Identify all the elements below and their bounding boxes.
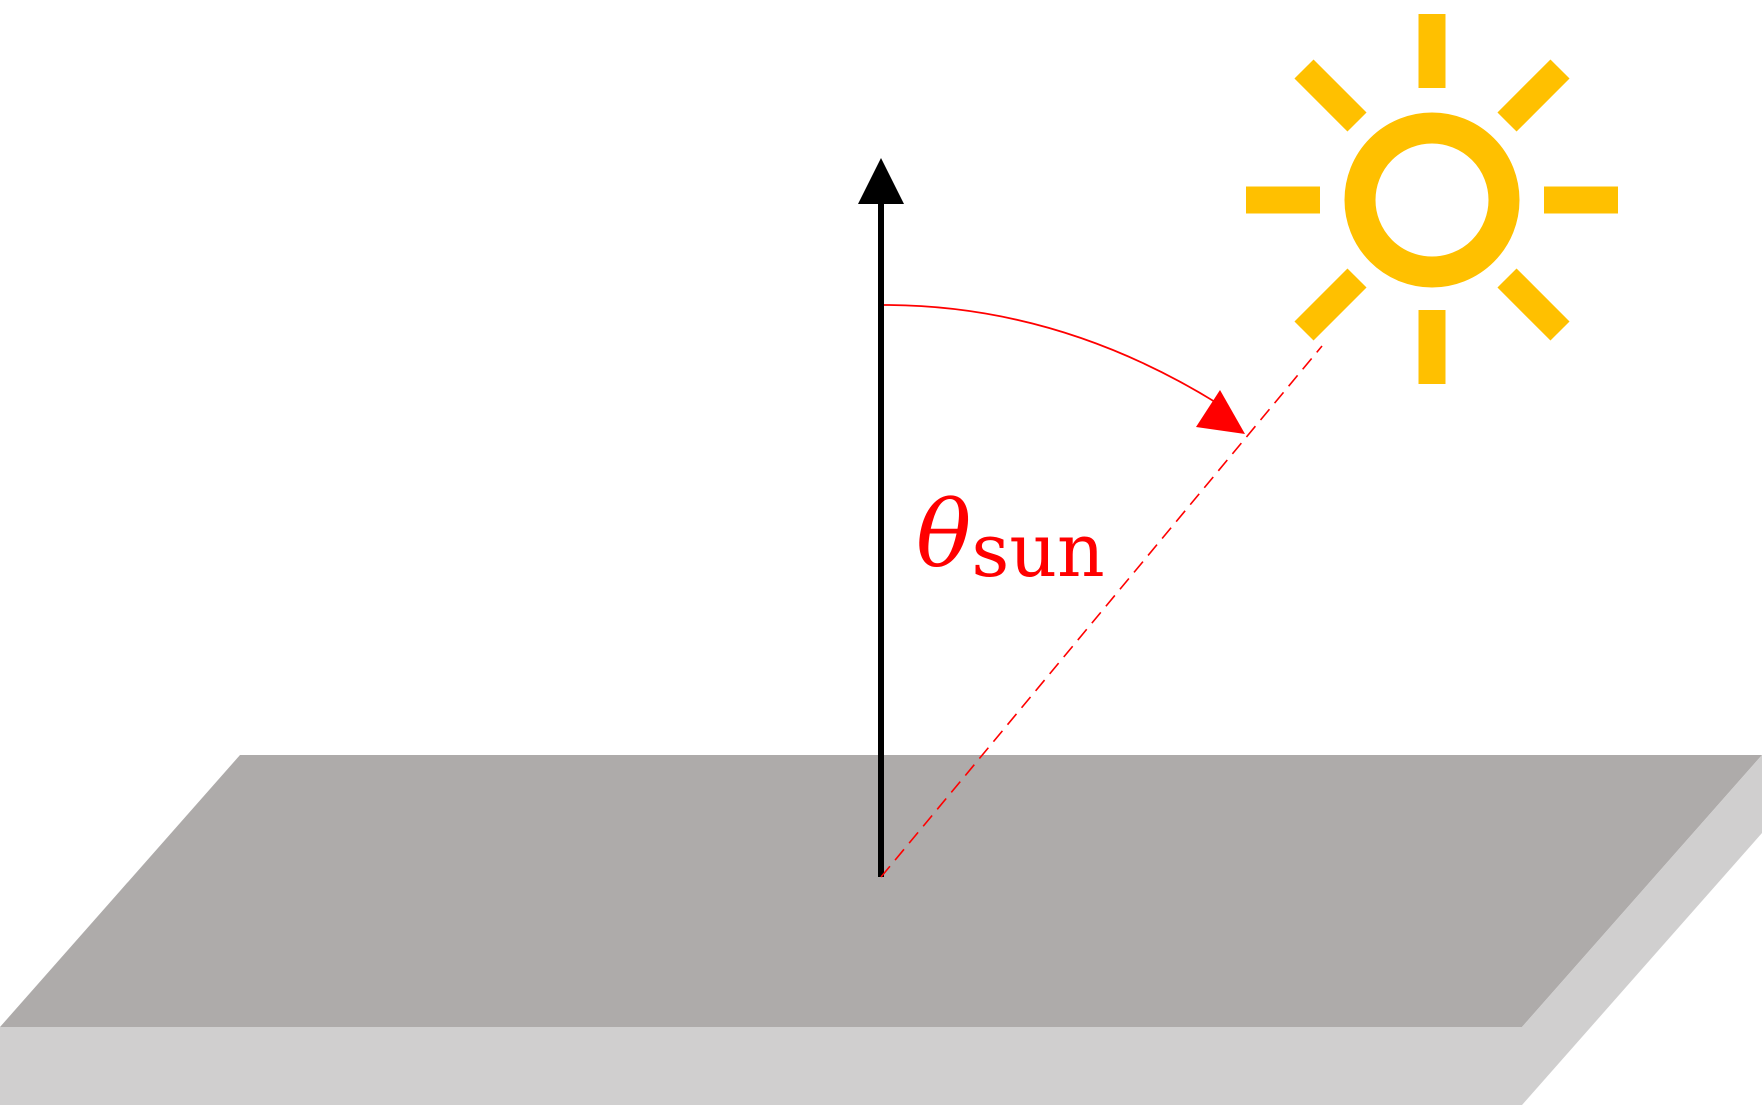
sun-direction-ray [880, 345, 1323, 878]
sun-disc [1344, 112, 1520, 288]
sun-ray [1294, 268, 1367, 341]
sun-ray [1497, 59, 1570, 132]
surface-normal-arrow [858, 158, 904, 877]
angle-arc-path [883, 304, 1221, 406]
ground-plate [0, 755, 1762, 1105]
angle-label-symbol: θ [916, 481, 971, 588]
angle-arc [883, 304, 1245, 434]
plate-side-face [1522, 755, 1762, 1105]
sun-icon [1246, 14, 1618, 384]
sun-ray [1497, 268, 1570, 341]
angle-arc-arrowhead [1196, 390, 1245, 434]
normal-arrow-head [858, 158, 904, 204]
angle-label-subscript: sun [971, 508, 1104, 594]
sun-ray [1294, 59, 1367, 132]
sun-rays [1246, 14, 1618, 384]
plate-front-face [0, 1027, 1522, 1105]
angle-label: θsun [916, 481, 1105, 594]
plate-top-face [0, 755, 1762, 1027]
